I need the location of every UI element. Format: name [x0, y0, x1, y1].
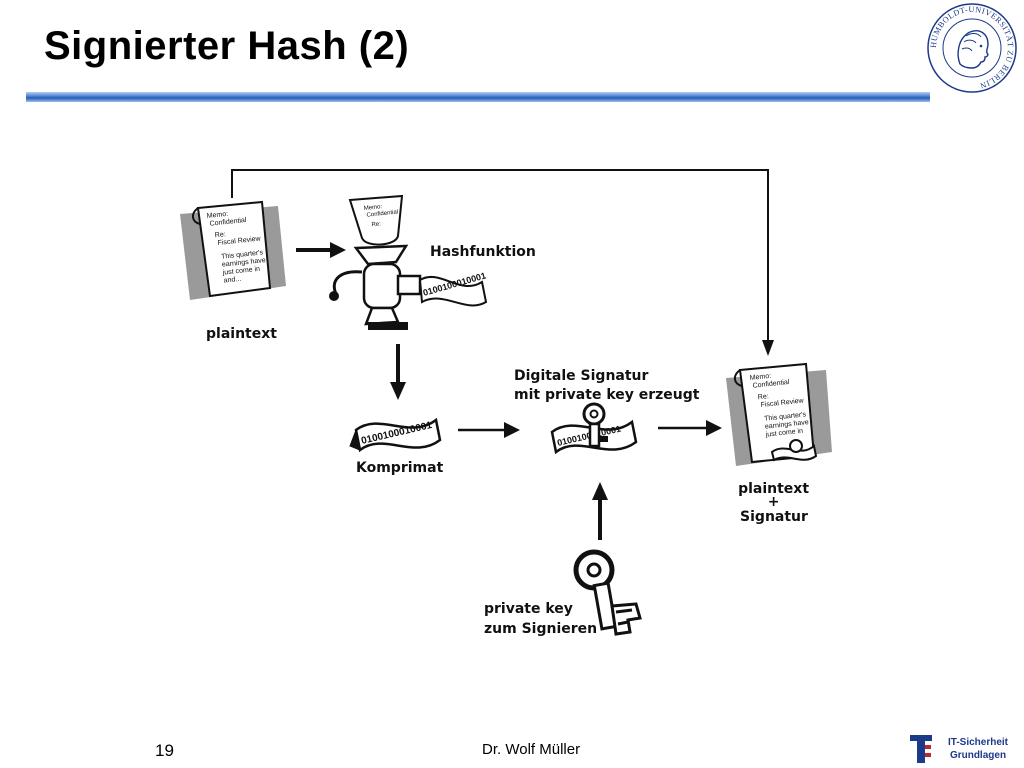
hash-grinder-icon: Memo: Confidential Re: 0100100010001: [329, 194, 488, 330]
course-line-2: Grundlagen: [949, 750, 1007, 761]
author-name: Dr. Wolf Müller: [482, 741, 581, 758]
hash-function-label: Hashfunktion: [430, 244, 536, 260]
private-key-icon: [573, 549, 642, 636]
svg-text:Memo: Confidential: Memo: Confidential Re: Fiscal Review Thi…: [749, 369, 811, 439]
svg-text:Memo: Confidential: Memo: Confidential Re: Fiscal Review Thi…: [206, 207, 269, 285]
signed-document-icon: Memo: Confidential Re: Fiscal Review Thi…: [726, 362, 832, 466]
arrow-to-signature: [458, 422, 520, 438]
digest-label: Komprimat: [356, 460, 444, 476]
title-divider: [26, 92, 930, 102]
course-logo-icon: [910, 735, 932, 763]
course-name: IT-Sicherheit Grundlagen: [936, 736, 1020, 762]
result-caption: plaintext + Signatur: [738, 481, 814, 525]
page-number: 19: [155, 741, 174, 760]
plaintext-document-icon: Memo: Confidential Re: Fiscal Review Thi…: [180, 200, 286, 300]
arrow-from-key: [592, 482, 608, 540]
private-key-caption: private key zum Signieren: [484, 601, 597, 637]
course-line-1: IT-Sicherheit: [947, 737, 1008, 748]
arrow-to-digest: [390, 344, 406, 400]
svg-text:Memo: Confidential: Memo: Confidential Re:: [364, 202, 402, 229]
arrow-to-result: [658, 420, 722, 436]
signature-caption: Digitale Signatur mit private key erzeug…: [514, 368, 700, 403]
slide-title: Signierter Hash (2): [44, 24, 410, 68]
signed-digest-icon: 0100100010001: [550, 402, 638, 455]
plaintext-label: plaintext: [206, 326, 277, 342]
bypass-connector: [231, 169, 774, 356]
digest-ribbon-icon: 0100100010001: [349, 417, 442, 453]
university-seal-icon: HUMBOLDT-UNIVERSITÄT ZU BERLIN: [927, 3, 1017, 93]
arrow-to-hash: [296, 242, 346, 258]
